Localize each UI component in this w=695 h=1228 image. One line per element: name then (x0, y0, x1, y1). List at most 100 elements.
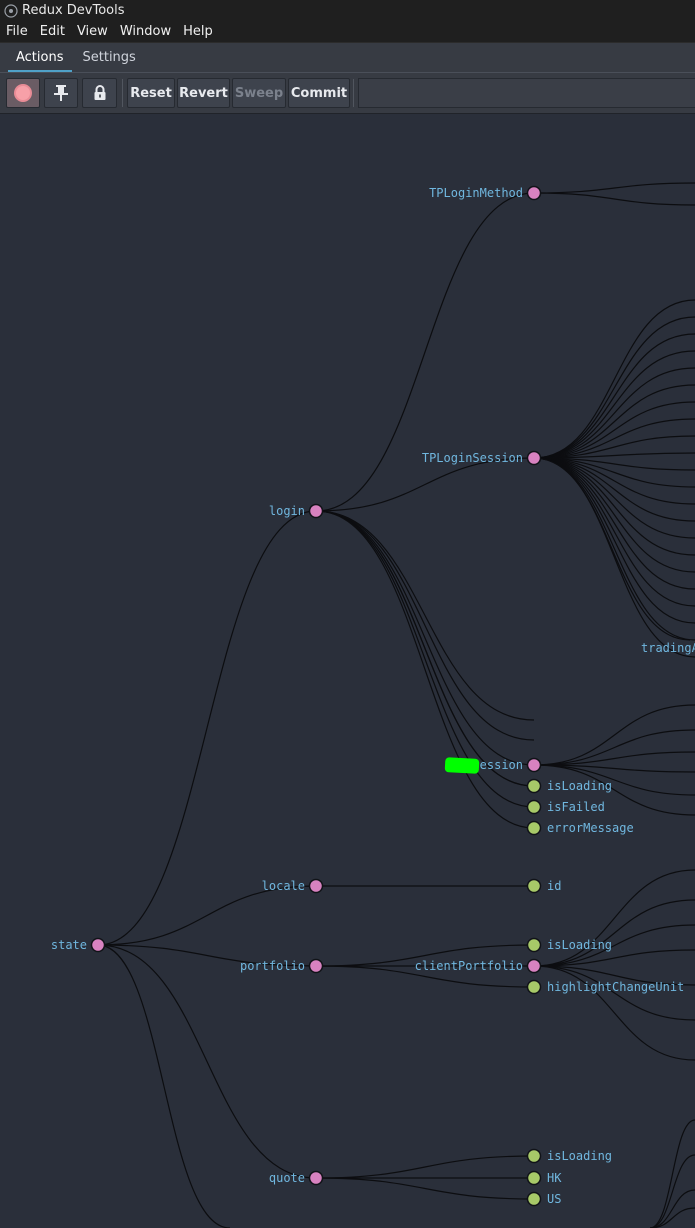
menu-window[interactable]: Window (119, 24, 172, 39)
redaction-mark (444, 757, 480, 774)
record-button[interactable] (6, 78, 40, 108)
tree-link (533, 457, 695, 658)
tab-bar: Actions Settings (0, 43, 695, 73)
pin-button[interactable] (44, 78, 78, 108)
leaf-node-login-error-message[interactable] (526, 820, 542, 836)
node-label-tp-login-method[interactable]: TPLoginMethod (429, 186, 523, 200)
tree-link (533, 350, 695, 459)
tree-link (533, 764, 695, 816)
window-title-bar: Redux DevTools (0, 0, 695, 22)
tab-settings[interactable]: Settings (82, 50, 136, 65)
tree-link (533, 384, 695, 459)
leaf-node-login-is-loading[interactable] (526, 778, 542, 794)
tree-link (533, 367, 695, 459)
branch-node-portfolio[interactable] (308, 958, 324, 974)
leaf-node-login-is-failed[interactable] (526, 799, 542, 815)
node-label-login-is-loading[interactable]: isLoading (547, 779, 612, 793)
branch-node-state[interactable] (90, 937, 106, 953)
toolbar-separator (122, 79, 123, 107)
node-label-trading-partial[interactable]: tradingA (641, 641, 695, 655)
tree-link (533, 457, 695, 505)
tree-link (315, 510, 535, 721)
tree-link (533, 452, 695, 459)
leaf-node-locale-id[interactable] (526, 878, 542, 894)
branch-node-locale[interactable] (308, 878, 324, 894)
record-icon (16, 86, 30, 100)
menu-help[interactable]: Help (183, 24, 213, 39)
node-label-highlight-change-unit[interactable]: highlightChangeUnit (547, 980, 684, 994)
node-label-quote-hk[interactable]: HK (547, 1171, 562, 1185)
node-label-state[interactable]: state (51, 938, 87, 952)
tree-link (533, 457, 691, 641)
leaf-node-quote-hk[interactable] (526, 1170, 542, 1186)
tree-link (97, 885, 317, 946)
tree-link (649, 1154, 695, 1228)
node-label-login-error-message[interactable]: errorMessage (547, 821, 634, 835)
branch-node-session-partial[interactable] (526, 757, 542, 773)
tree-link (533, 457, 695, 590)
tab-actions[interactable]: Actions (8, 44, 72, 72)
tree-link (533, 729, 695, 766)
tree-link (533, 192, 695, 206)
tree-link (649, 1119, 695, 1228)
tree-link (533, 299, 695, 459)
node-label-session-partial[interactable]: Session (472, 758, 523, 772)
commit-button[interactable]: Commit (288, 78, 350, 108)
node-label-quote[interactable]: quote (269, 1171, 305, 1185)
node-label-quote-us[interactable]: US (547, 1192, 561, 1206)
tree-link (533, 965, 695, 1061)
tree-link (315, 510, 535, 808)
action-slider-area[interactable] (358, 78, 695, 108)
tree-link (315, 510, 535, 766)
node-label-client-portfolio[interactable]: clientPortfolio (415, 959, 523, 973)
lock-button[interactable] (82, 78, 117, 108)
state-tree-view[interactable]: state login locale portfolio quote TPLoginMet… (0, 114, 695, 1228)
tree-link (533, 965, 695, 986)
branch-node-client-portfolio[interactable] (526, 958, 542, 974)
node-label-portfolio[interactable]: portfolio (240, 959, 305, 973)
branch-node-quote[interactable] (308, 1170, 324, 1186)
node-label-login[interactable]: login (269, 504, 305, 518)
tree-link (533, 401, 695, 459)
leaf-node-quote-us[interactable] (526, 1191, 542, 1207)
node-label-quote-is-loading[interactable]: isLoading (547, 1149, 612, 1163)
menu-bar: File Edit View Window Help (0, 22, 695, 43)
tree-link (315, 510, 535, 829)
sweep-button[interactable]: Sweep (232, 78, 286, 108)
tree-link (315, 965, 535, 988)
menu-file[interactable]: File (6, 24, 28, 39)
toolbar-separator (353, 79, 354, 107)
branch-node-tp-login-session[interactable] (526, 450, 542, 466)
menu-edit[interactable]: Edit (39, 24, 65, 39)
tree-link (533, 764, 695, 796)
branch-node-login[interactable] (308, 503, 324, 519)
tree-link (533, 182, 695, 194)
tree-link (533, 457, 695, 573)
toolbar: Reset Revert Sweep Commit (0, 73, 695, 114)
revert-button[interactable]: Revert (177, 78, 230, 108)
tree-link (533, 899, 695, 967)
tree-link (533, 924, 695, 967)
lock-icon (94, 85, 105, 100)
node-label-tp-login-session[interactable]: TPLoginSession (422, 451, 523, 465)
leaf-node-portfolio-is-loading[interactable] (526, 937, 542, 953)
tree-link (97, 944, 317, 1179)
reset-button[interactable]: Reset (127, 78, 175, 108)
tree-link (533, 457, 695, 522)
node-label-locale[interactable]: locale (262, 879, 305, 893)
tree-link (533, 965, 695, 1021)
leaf-node-quote-is-loading[interactable] (526, 1148, 542, 1164)
branch-node-tp-login-method[interactable] (526, 185, 542, 201)
node-label-login-is-failed[interactable]: isFailed (547, 800, 605, 814)
tree-link (533, 764, 695, 773)
tree-link (97, 944, 231, 1228)
tree-link (649, 1207, 695, 1228)
tree-link (533, 457, 695, 624)
node-label-portfolio-is-loading[interactable]: isLoading (547, 938, 612, 952)
leaf-node-highlight-change-unit[interactable] (526, 979, 542, 995)
menu-view[interactable]: View (76, 24, 108, 39)
tree-link (315, 944, 535, 967)
tree-link (315, 457, 535, 512)
node-label-locale-id[interactable]: id (547, 879, 561, 893)
tree-link (97, 944, 317, 967)
